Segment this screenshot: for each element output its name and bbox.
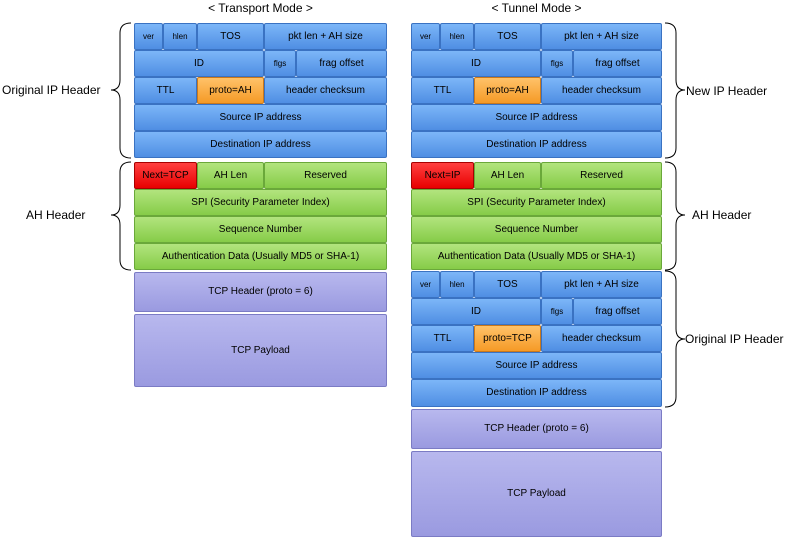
tunnel-mode-title: < Tunnel Mode > <box>491 1 582 15</box>
brace-transport-ah <box>110 161 132 271</box>
hlen-field: hlen <box>163 23 197 50</box>
orig-hlen-field: hlen <box>440 271 474 298</box>
tos-field: TOS <box>197 23 264 50</box>
pkt-len-field: pkt len + AH size <box>264 23 387 50</box>
orig-frag-offset-field: frag offset <box>573 298 662 325</box>
flags-field: flgs <box>264 50 296 77</box>
source-ip-field: Source IP address <box>134 104 387 131</box>
reserved-field: Reserved <box>264 162 387 189</box>
orig-tos-field: TOS <box>474 271 541 298</box>
label-original-ip-header-right: Original IP Header <box>685 332 784 346</box>
orig-pkt-len-field: pkt len + AH size <box>541 271 662 298</box>
tunnel-spi-field: SPI (Security Parameter Index) <box>411 189 662 216</box>
spi-field: SPI (Security Parameter Index) <box>134 189 387 216</box>
id-field: ID <box>134 50 264 77</box>
new-dest-ip-field: Destination IP address <box>411 131 662 158</box>
ver-field: ver <box>134 23 163 50</box>
tunnel-tcp-header-block: TCP Header (proto = 6) <box>411 409 662 449</box>
tcp-payload-block: TCP Payload <box>134 314 387 387</box>
header-checksum-field: header checksum <box>264 77 387 104</box>
new-flags-field: flgs <box>541 50 573 77</box>
new-hlen-field: hlen <box>440 23 474 50</box>
new-frag-offset-field: frag offset <box>573 50 662 77</box>
tunnel-sequence-number-field: Sequence Number <box>411 216 662 243</box>
label-ah-header-right: AH Header <box>692 208 752 222</box>
brace-tunnel-ah <box>664 161 686 271</box>
new-tos-field: TOS <box>474 23 541 50</box>
ah-len-field: AH Len <box>197 162 264 189</box>
tunnel-tcp-payload-block: TCP Payload <box>411 451 662 537</box>
ttl-field: TTL <box>134 77 197 104</box>
tunnel-ah-len-field: AH Len <box>474 162 541 189</box>
orig-id-field: ID <box>411 298 541 325</box>
sequence-number-field: Sequence Number <box>134 216 387 243</box>
label-ah-header-left: AH Header <box>26 208 86 222</box>
new-id-field: ID <box>411 50 541 77</box>
brace-tunnel-orig-ip <box>664 270 686 408</box>
new-pkt-len-field: pkt len + AH size <box>541 23 662 50</box>
orig-header-checksum-field: header checksum <box>541 325 662 352</box>
label-original-ip-header-left: Original IP Header <box>2 83 101 97</box>
next-header-field: Next=TCP <box>134 162 197 189</box>
new-source-ip-field: Source IP address <box>411 104 662 131</box>
dest-ip-field: Destination IP address <box>134 131 387 158</box>
label-new-ip-header: New IP Header <box>686 84 768 98</box>
auth-data-field: Authentication Data (Usually MD5 or SHA-… <box>134 243 387 270</box>
tunnel-reserved-field: Reserved <box>541 162 662 189</box>
new-proto-field: proto=AH <box>474 77 541 104</box>
new-ttl-field: TTL <box>411 77 474 104</box>
proto-field: proto=AH <box>197 77 264 104</box>
new-header-checksum-field: header checksum <box>541 77 662 104</box>
orig-source-ip-field: Source IP address <box>411 352 662 379</box>
tcp-header-block: TCP Header (proto = 6) <box>134 272 387 312</box>
orig-ver-field: ver <box>411 271 440 298</box>
orig-ttl-field: TTL <box>411 325 474 352</box>
transport-mode-title: < Transport Mode > <box>208 1 313 15</box>
orig-proto-field: proto=TCP <box>474 325 541 352</box>
orig-flags-field: flgs <box>541 298 573 325</box>
new-ver-field: ver <box>411 23 440 50</box>
tunnel-next-header-field: Next=IP <box>411 162 474 189</box>
brace-transport-ip <box>110 22 132 159</box>
frag-offset-field: frag offset <box>296 50 387 77</box>
orig-dest-ip-field: Destination IP address <box>411 379 662 407</box>
tunnel-auth-data-field: Authentication Data (Usually MD5 or SHA-… <box>411 243 662 270</box>
brace-tunnel-new-ip <box>664 22 686 159</box>
